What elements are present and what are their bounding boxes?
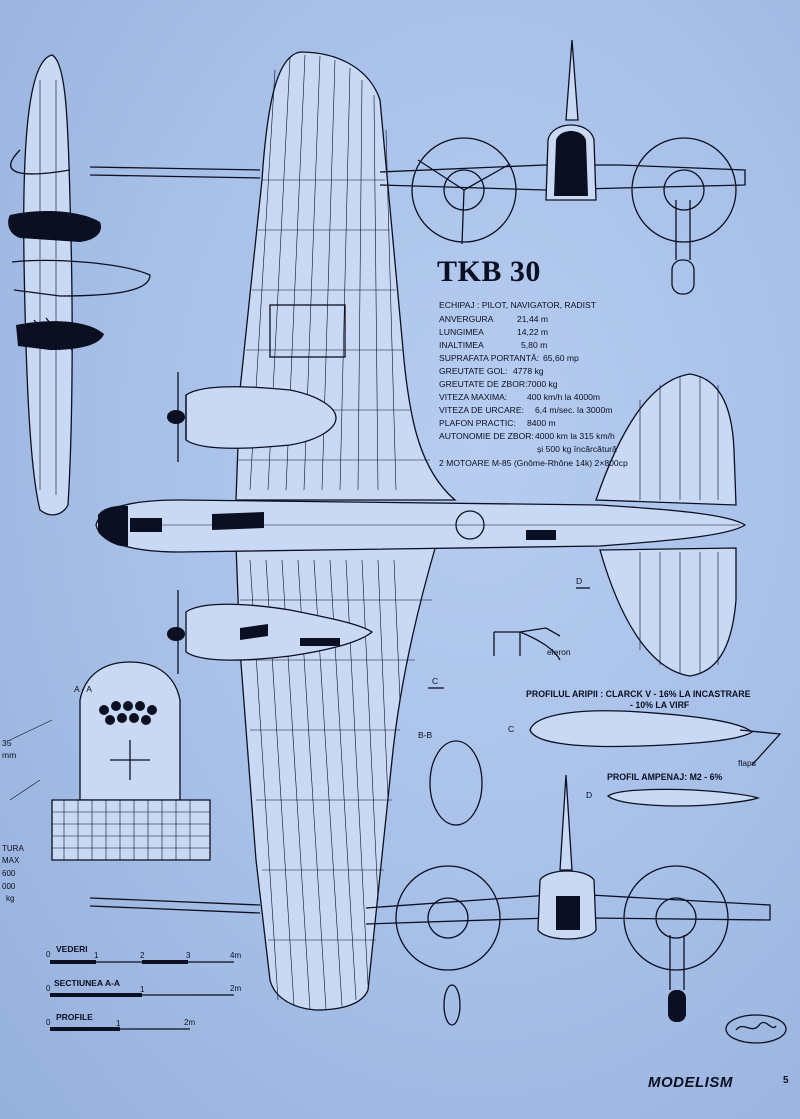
- marker-c: C: [508, 724, 515, 734]
- marker-c-top: C: [432, 676, 439, 686]
- marker-d: D: [586, 790, 593, 800]
- section-aa: [9, 661, 211, 861]
- plan-view: [95, 51, 747, 1011]
- wing-profile-label-2: - 10% LA VIRF: [630, 700, 690, 710]
- section-aa-label: A - A: [74, 684, 92, 694]
- scale-bars: [50, 960, 234, 1031]
- eleron-label: eleron: [547, 647, 571, 657]
- profiles: [428, 587, 782, 826]
- signature-stamp: [725, 1014, 787, 1044]
- front-view-top: [89, 39, 746, 295]
- front-view-bottom: [89, 774, 771, 1026]
- margin-note-2: mm: [2, 750, 17, 760]
- marker-d-top: D: [576, 576, 583, 586]
- magazine-brand: MODELISM: [648, 1074, 733, 1091]
- wing-profile-label-1: PROFILUL ARIPII : CLARCK V - 16% LA INCA…: [526, 689, 751, 699]
- side-view: [8, 54, 151, 516]
- flaps-label: flaps: [738, 758, 756, 768]
- aircraft-title: TKB 30: [437, 255, 541, 288]
- tail-profile-label: PROFIL AMPENAJ: M2 - 6%: [607, 772, 723, 782]
- page-number: 5: [783, 1075, 789, 1086]
- section-bb-label: B-B: [418, 730, 433, 740]
- margin-note-1: 35: [2, 738, 12, 748]
